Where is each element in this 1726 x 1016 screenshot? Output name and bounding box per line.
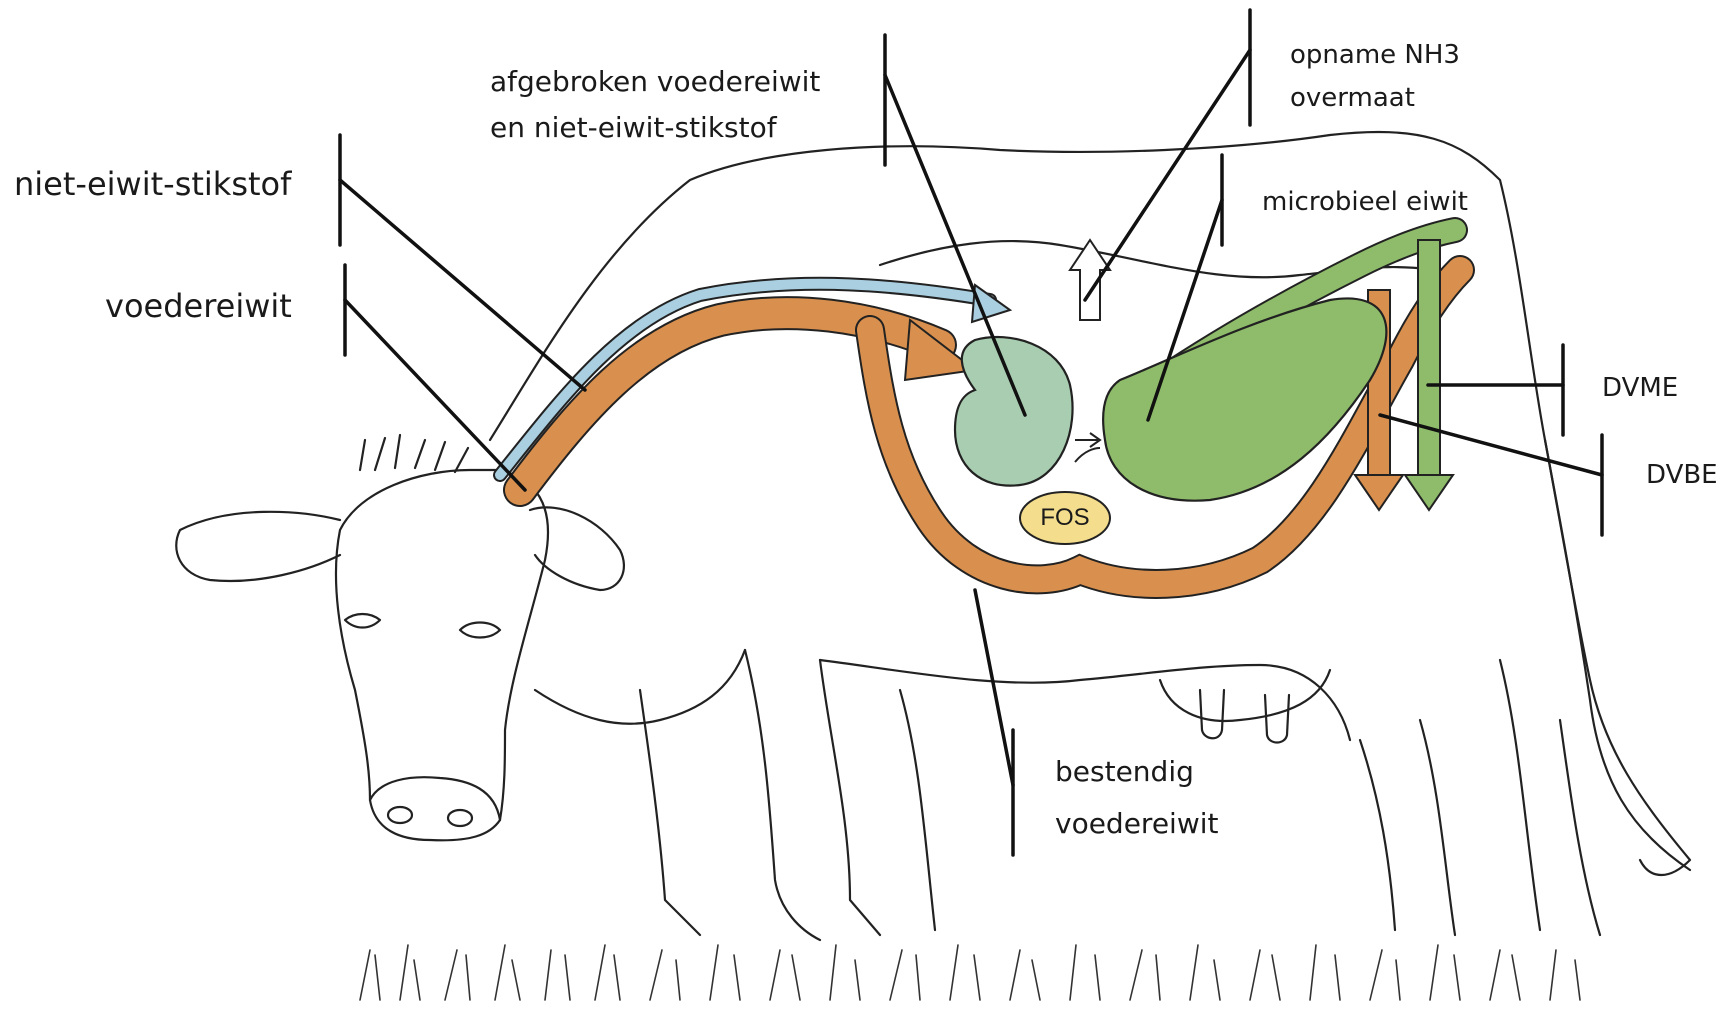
label-fos: FOS: [1015, 506, 1115, 530]
grass: [360, 945, 1580, 1000]
label-bestendig-line1: bestendig: [1055, 750, 1194, 793]
label-niet-eiwit-stikstof: niet-eiwit-stikstof: [14, 160, 291, 210]
label-microbieel-eiwit: microbieel eiwit: [1262, 182, 1468, 222]
label-voedereiwit: voedereiwit: [105, 282, 292, 332]
label-dvme: DVME: [1602, 368, 1678, 408]
label-bestendig-line2: voedereiwit: [1055, 802, 1219, 845]
fos-link-arrow: [1075, 448, 1100, 462]
dvme-arrow-shaft: [1418, 240, 1440, 480]
dvbe-arrowhead: [1355, 475, 1403, 510]
nh3-up-arrow: [1070, 240, 1110, 320]
label-afgebroken-line2: en niet-eiwit-stikstof: [490, 106, 777, 149]
label-opname-line1: opname NH3: [1290, 35, 1460, 75]
label-opname-line2: overmaat: [1290, 78, 1415, 118]
transfer-arrow: [1075, 433, 1100, 447]
label-afgebroken-line1: afgebroken voedereiwit: [490, 60, 820, 103]
reticulum: [955, 337, 1073, 486]
label-dvbe: DVBE: [1646, 455, 1718, 495]
dvme-arrowhead: [1405, 475, 1453, 510]
